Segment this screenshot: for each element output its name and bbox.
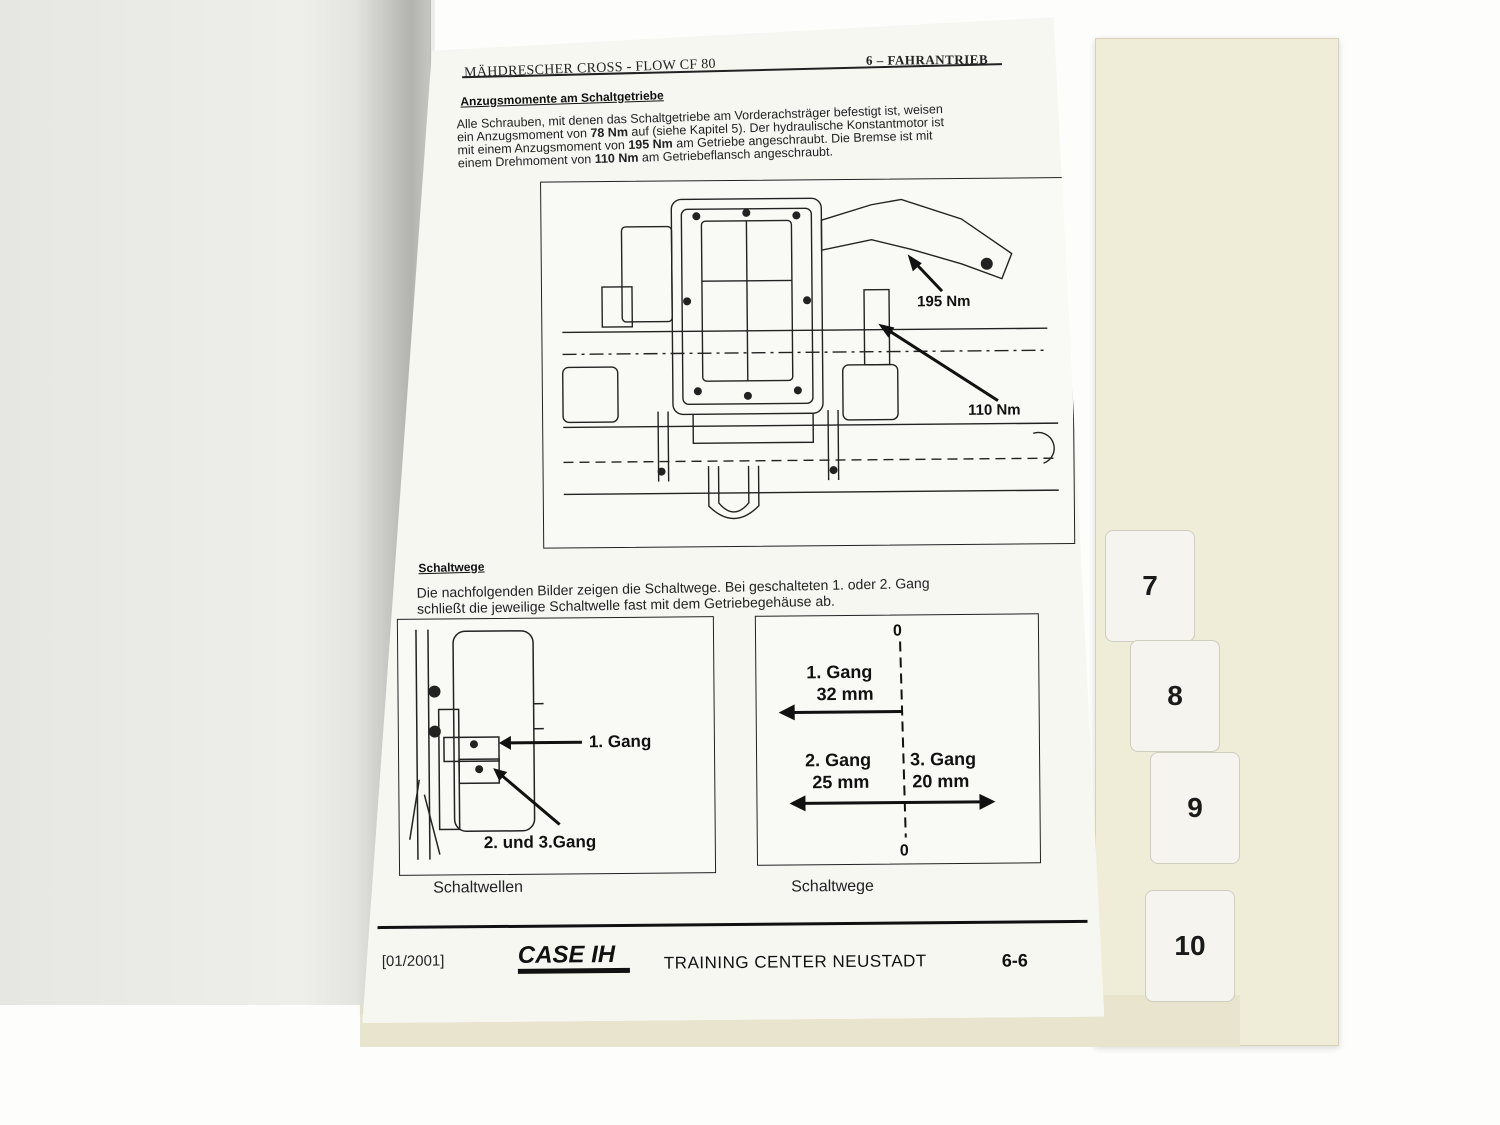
gang2-3-arrow bbox=[789, 794, 995, 812]
label-2-und-3-gang: 2. und 3.Gang bbox=[484, 832, 597, 852]
gang2-name: 2. Gang bbox=[805, 750, 871, 771]
section-title-schaltwege: Schaltwege bbox=[418, 559, 485, 576]
footer-training-center: TRAINING CENTER NEUSTADT bbox=[663, 951, 927, 973]
shift-shafts-svg: 1. Gang 2. und 3.Gang bbox=[398, 617, 715, 875]
gang3-name: 3. Gang bbox=[910, 749, 976, 770]
logo-underline bbox=[518, 968, 630, 974]
torque-label-110: 110 Nm bbox=[968, 401, 1021, 418]
gang3-distance: 20 mm bbox=[912, 771, 969, 791]
tab-9[interactable]: 9 bbox=[1150, 752, 1240, 864]
manual-page: MÄHDRESCHER CROSS - FLOW CF 80 6 – FAHRA… bbox=[354, 17, 1105, 1023]
header-title: MÄHDRESCHER CROSS - FLOW CF 80 bbox=[463, 56, 717, 81]
gang1-name: 1. Gang bbox=[806, 662, 872, 683]
left-page bbox=[0, 0, 431, 1005]
footer-page-number: 6-6 bbox=[1001, 950, 1028, 971]
footer-rule bbox=[378, 920, 1088, 929]
gearbox-drawing-svg: 195 Nm 110 Nm bbox=[541, 178, 1074, 548]
tab-10[interactable]: 10 bbox=[1145, 890, 1235, 1002]
gang1-distance: 32 mm bbox=[816, 684, 873, 704]
gang2-distance: 25 mm bbox=[812, 772, 869, 792]
neutral-axis bbox=[900, 641, 906, 837]
torque-paragraph: Alle Schrauben, mit denen das Schaltgetr… bbox=[456, 103, 944, 170]
zero-top: 0 bbox=[893, 622, 902, 639]
shift-travel-svg: 0 0 1. Gang 32 mm 2. Gang 25 mm 3. Gang … bbox=[756, 614, 1040, 864]
caption-schaltwellen: Schaltwellen bbox=[433, 878, 524, 897]
gearbox-drawing: 195 Nm 110 Nm bbox=[540, 177, 1075, 549]
tab-8[interactable]: 8 bbox=[1130, 640, 1220, 752]
label-1-gang: 1. Gang bbox=[589, 732, 652, 752]
footer-date: [01/2001] bbox=[381, 952, 445, 971]
section-title-anzugsmomente: Anzugsmomente am Schaltgetriebe bbox=[460, 88, 664, 109]
shift-paragraph: Die nachfolgenden Bilder zeigen die Scha… bbox=[417, 575, 930, 617]
case-ih-logo: CASE IH bbox=[517, 941, 616, 969]
shift-travel-diagram: 0 0 1. Gang 32 mm 2. Gang 25 mm 3. Gang … bbox=[755, 613, 1041, 865]
torque-label-195: 195 Nm bbox=[917, 293, 971, 310]
tab-7[interactable]: 7 bbox=[1105, 530, 1195, 642]
shift-shafts-drawing: 1. Gang 2. und 3.Gang bbox=[397, 616, 716, 876]
zero-bottom: 0 bbox=[900, 842, 909, 859]
gang1-arrow bbox=[779, 704, 902, 721]
caption-schaltwege: Schaltwege bbox=[791, 877, 874, 896]
